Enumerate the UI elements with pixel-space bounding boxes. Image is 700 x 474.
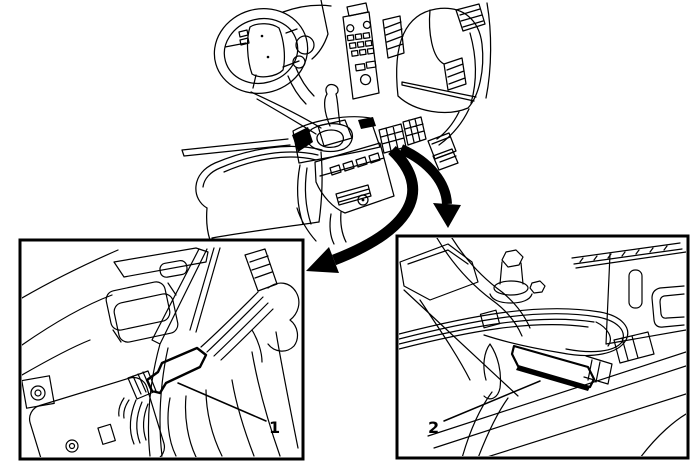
carpet-strap: [483, 343, 502, 400]
connector-item-1: [145, 346, 208, 395]
center-stack: [342, 2, 380, 100]
cowl-lower-curves: [436, 108, 470, 146]
bracket-plate: [399, 243, 479, 301]
console-armrest: [195, 145, 323, 241]
dashboard-overview-illustration: [181, 0, 492, 245]
callout-1-label: 1: [269, 418, 280, 437]
knee-bolster: [250, 91, 322, 135]
floor-sill-lines: [427, 351, 686, 456]
callout-2-label: 2: [428, 418, 439, 437]
detail-frame-2: [395, 234, 690, 460]
gear-shifter: [317, 83, 353, 147]
detail-frame-1: [18, 238, 305, 461]
wiring-curtain: [296, 164, 347, 245]
panel-edge: [403, 289, 519, 397]
steering-wheel: [213, 7, 309, 95]
wire-harness-2: [399, 308, 655, 364]
carpet-folds: [167, 331, 299, 457]
a-pillar-line: [282, 0, 332, 60]
wire-harness-1: [200, 291, 274, 361]
detail-view-2: 2: [395, 234, 690, 460]
console-bracket: [113, 247, 209, 278]
callout-2-leader: [443, 380, 541, 422]
trim-tool-item-2: [510, 344, 613, 391]
mount-bolt: [489, 249, 546, 304]
steering-column: [287, 35, 315, 105]
dash-right-panel: [396, 7, 484, 114]
console-top: [292, 116, 381, 164]
floor-contours: [22, 249, 119, 376]
harness-tail: [129, 399, 149, 445]
curved-callout-arrow-left-icon: [306, 146, 419, 273]
connector-end: [118, 370, 157, 419]
trim-strip: [181, 138, 291, 157]
lower-trim-panel: [28, 376, 166, 457]
callout-1-leader: [177, 382, 267, 422]
upper-right-vent-icon: [455, 3, 486, 32]
trim-blades: [147, 247, 221, 457]
module-box: [105, 281, 179, 343]
door-edge-lines: [469, 2, 492, 104]
door-sill-panel: [571, 242, 686, 345]
curved-callout-arrow-right-icon: [398, 144, 461, 228]
carpet-fold-right: [251, 282, 300, 363]
detail-view-1: 1: [18, 238, 305, 461]
dash-vent-icon: [382, 15, 405, 59]
console-side-panel: [314, 142, 395, 214]
